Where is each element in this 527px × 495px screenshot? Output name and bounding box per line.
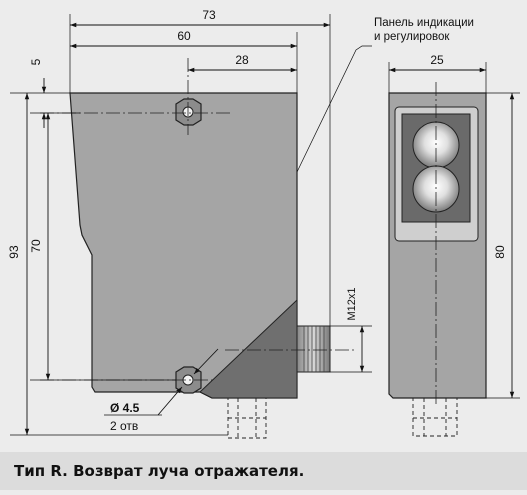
dim-label-73: 73 — [202, 8, 216, 22]
dim-label-25: 25 — [430, 53, 444, 67]
side-view-housing — [69, 92, 298, 399]
top-mounting-hole — [175, 98, 202, 126]
callout-line-1: Панель индикации — [374, 17, 474, 29]
side-view-hidden-connector — [227, 397, 267, 439]
m12-connector — [296, 325, 331, 373]
dim-label-60: 60 — [177, 29, 191, 43]
caption-band — [0, 452, 527, 490]
callout-leader — [296, 45, 372, 173]
hole-count-label: 2 отв — [110, 419, 138, 433]
dim-label-93: 93 — [7, 245, 21, 259]
figure-caption: Тип R. Возврат луча отражателя. — [14, 462, 305, 480]
hole-diameter-label: Ø 4.5 — [110, 401, 140, 415]
callout-line-2: и регулировок — [374, 31, 450, 43]
front-view: 25 80 — [388, 53, 520, 437]
side-view: 73 60 28 5 93 70 M12x1 Панель индикации … — [7, 8, 474, 439]
dim-label-80: 80 — [493, 245, 507, 259]
dim-label-m12x1: M12x1 — [346, 287, 358, 320]
front-view-hidden-connector — [412, 397, 458, 437]
dim-label-5: 5 — [29, 58, 43, 65]
dim-label-28: 28 — [235, 53, 249, 67]
dim-label-70: 70 — [29, 239, 43, 253]
